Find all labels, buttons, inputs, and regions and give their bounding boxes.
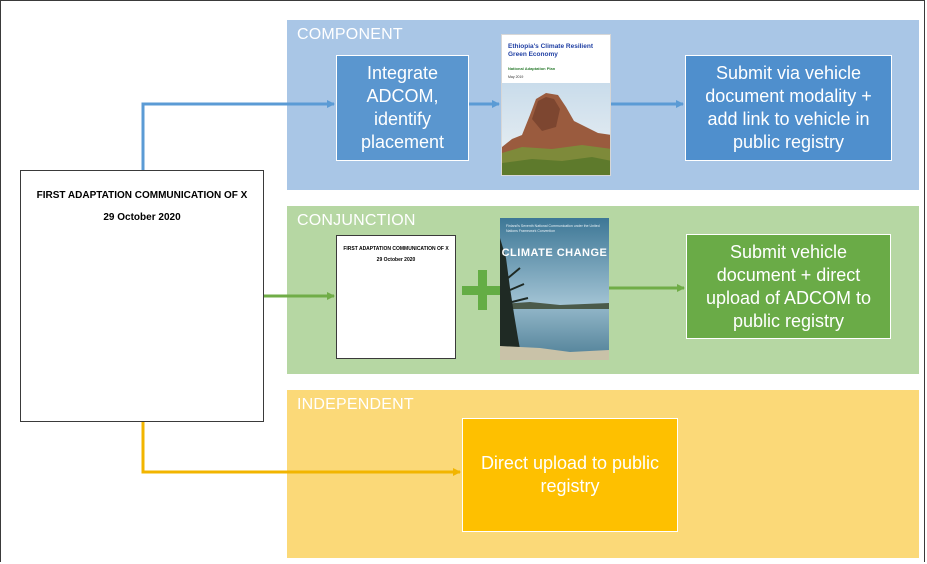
blue-connector bbox=[141, 100, 335, 170]
main-document-title: FIRST ADAPTATION COMMUNICATION OF X bbox=[36, 190, 248, 201]
climate-cover-title: CLIMATE CHANGE bbox=[501, 247, 608, 259]
yellow-connector bbox=[141, 422, 461, 476]
submit-vehicle-document-box: Submit vehicle document + direct upload … bbox=[686, 234, 891, 339]
mini-document-date: 29 October 2020 bbox=[376, 257, 416, 263]
climate-cover-intro: Finland's Seventh National Communication… bbox=[506, 224, 600, 233]
integrate-adcom-box: Integrate ADCOM, identify placement bbox=[336, 55, 469, 161]
mountain-landscape-image bbox=[502, 83, 610, 175]
conjunction-panel-title: CONJUNCTION bbox=[297, 212, 416, 229]
main-document-date: 29 October 2020 bbox=[103, 212, 181, 223]
component-panel-title: COMPONENT bbox=[297, 26, 403, 43]
ethiopia-cover-date: May 2019 bbox=[508, 75, 524, 79]
independent-panel-title: INDEPENDENT bbox=[297, 396, 414, 413]
main-adaptation-document: FIRST ADAPTATION COMMUNICATION OF X 29 O… bbox=[20, 170, 264, 422]
ethiopia-cover-title: Ethiopia's Climate Resilient Green Econo… bbox=[508, 43, 593, 58]
submit-via-vehicle-box: Submit via vehicle document modality + a… bbox=[685, 55, 892, 161]
mini-document-title: FIRST ADAPTATION COMMUNICATION OF X bbox=[343, 246, 449, 252]
plus-icon bbox=[462, 270, 502, 310]
ethiopia-cover-subtitle: National Adaptation Plan bbox=[508, 66, 556, 71]
climate-change-cover: Finland's Seventh National Communication… bbox=[500, 218, 609, 360]
direct-upload-box: Direct upload to public registry bbox=[462, 418, 678, 532]
mini-adaptation-document: FIRST ADAPTATION COMMUNICATION OF X 29 O… bbox=[336, 235, 456, 359]
lake-landscape-image bbox=[500, 218, 609, 360]
ethiopia-plan-cover: Ethiopia's Climate Resilient Green Econo… bbox=[501, 34, 611, 176]
